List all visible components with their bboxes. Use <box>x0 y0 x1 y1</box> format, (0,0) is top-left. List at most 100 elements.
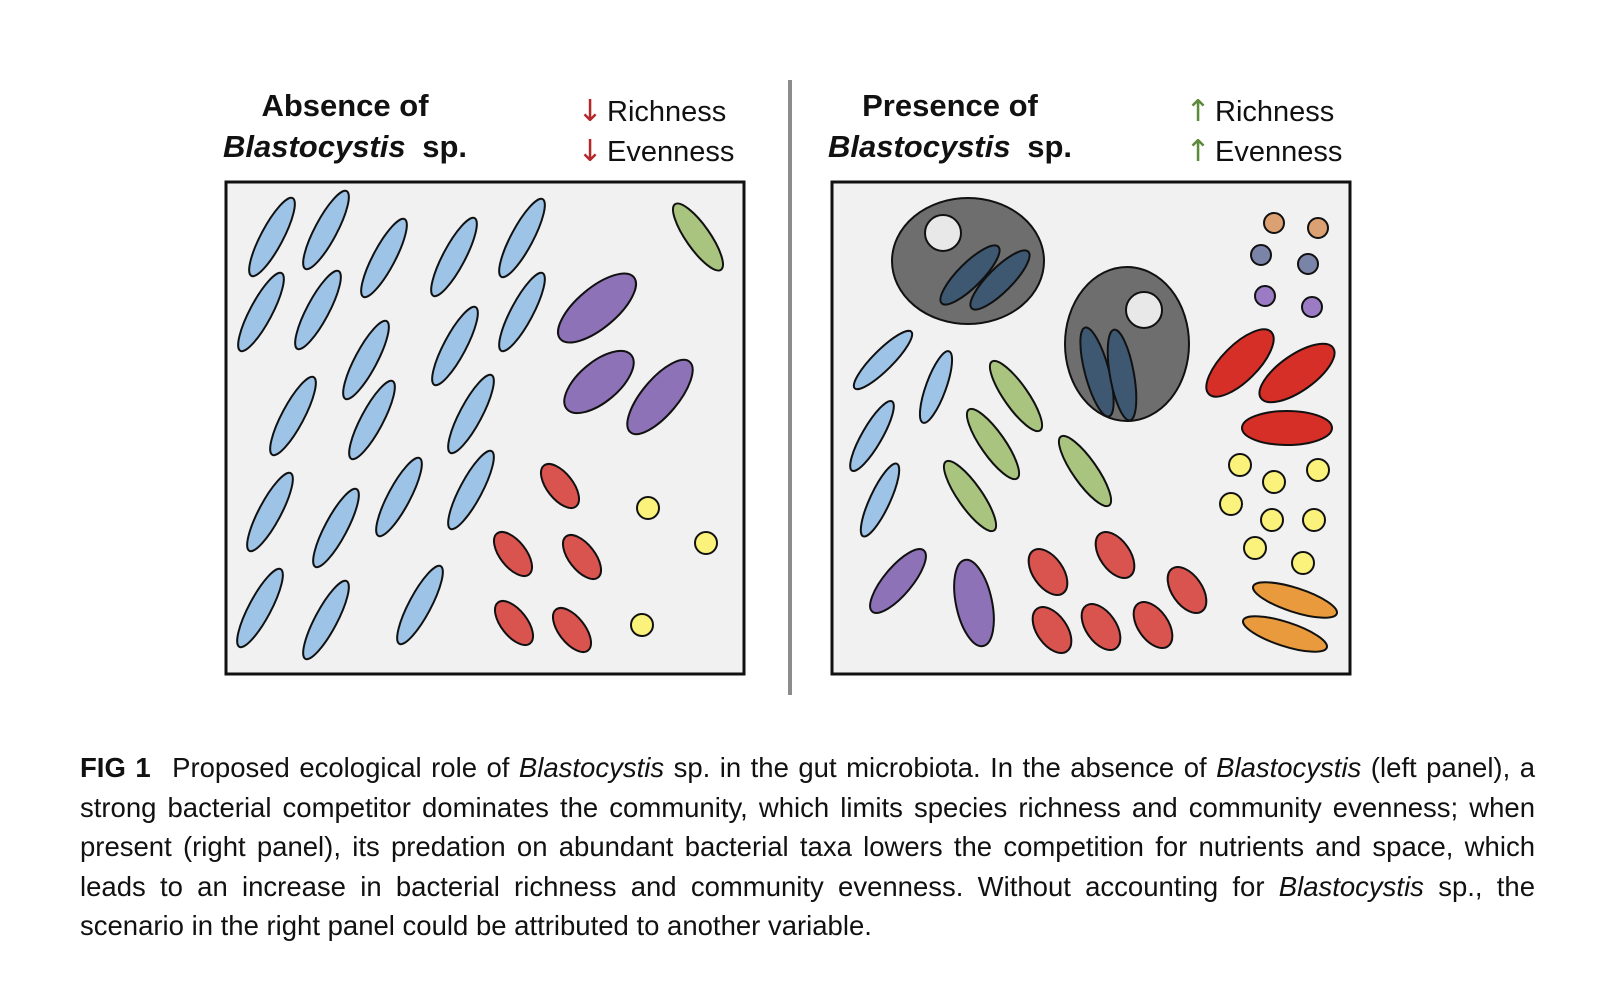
bacterium-blue <box>248 196 296 278</box>
bacterium-red <box>1031 606 1073 654</box>
bacterium-blue <box>396 564 444 646</box>
bacterium-coccus-slate <box>1250 244 1272 266</box>
bacterium-green <box>988 359 1044 433</box>
right-richness-arrow: ↑ <box>1185 94 1210 129</box>
engulfed-bacterium <box>939 244 1001 306</box>
bacterium-red <box>561 534 603 580</box>
bacterium-green <box>942 459 998 533</box>
bacterium-red <box>539 463 581 509</box>
bacterium-bright-red <box>1241 410 1333 446</box>
bacterium-bright-red <box>1205 328 1275 398</box>
bacterium-red <box>1132 601 1174 649</box>
right-title-suffix: sp. <box>1027 129 1072 164</box>
bacterium-red <box>1080 603 1122 651</box>
bacterium-red <box>551 607 593 653</box>
bacterium-yellow <box>1262 470 1286 494</box>
engulfed-bacterium <box>1106 328 1138 422</box>
bacterium-coccus-tan <box>1307 217 1329 239</box>
left-title-line2: Blastocystis sp. <box>223 129 467 164</box>
bacterium-blue <box>236 567 284 649</box>
bacterium-red <box>1166 566 1208 614</box>
caption-species-name: Blastocystis <box>1278 870 1424 902</box>
bacterium-blue <box>859 462 901 538</box>
bacterium-purple <box>563 349 635 415</box>
bacterium-blue <box>498 271 546 353</box>
right-panel-cells <box>849 197 1339 654</box>
bacterium-blue <box>342 319 390 401</box>
right-evenness-arrow: ↑ <box>1185 134 1210 169</box>
caption-label: FIG 1 <box>80 752 151 783</box>
bacterium-bright-red <box>1258 342 1336 404</box>
bacterium-orange <box>1251 581 1339 619</box>
right-title-italic: Blastocystis <box>828 129 1011 164</box>
bacterium-blue <box>348 379 396 461</box>
bacterium-blue <box>447 373 495 455</box>
bacterium-purple <box>557 272 637 344</box>
right-evenness-label: Evenness <box>1215 136 1342 168</box>
left-title-suffix: sp. <box>422 129 467 164</box>
right-title-line2: Blastocystis sp. <box>828 129 1072 164</box>
bacterium-blue <box>849 400 895 472</box>
bacterium-yellow <box>1302 508 1326 532</box>
right-title-line1: Presence of <box>862 88 1038 123</box>
bacterium-blue <box>447 449 495 531</box>
bacterium-coccus-tan <box>1263 212 1285 234</box>
left-title-line1: Absence of <box>261 88 429 123</box>
engulfed-bacterium <box>969 249 1031 311</box>
bacterium-yellow <box>1291 551 1315 575</box>
caption-body: Proposed ecological role of Blastocystis… <box>80 752 1535 941</box>
bacterium-blue <box>312 487 360 569</box>
bacterium-yellow <box>636 496 660 520</box>
bacterium-red <box>493 600 535 646</box>
bacterium-purple <box>626 358 694 436</box>
left-richness-arrow: ↓ <box>577 94 602 129</box>
left-evenness-label: Evenness <box>607 136 734 168</box>
bacterium-coccus-violet <box>1254 285 1276 307</box>
figure: Absence of Blastocystis sp. ↓ Richness ↓… <box>223 80 1352 695</box>
bacterium-purple <box>953 558 995 648</box>
bacterium-yellow <box>1306 458 1330 482</box>
bacterium-green <box>965 407 1021 481</box>
bacterium-coccus-slate <box>1297 253 1319 275</box>
bacterium-green <box>1057 434 1113 508</box>
bacterium-coccus-violet <box>1301 296 1323 318</box>
bacterium-blue <box>430 216 478 298</box>
left-panel-cells <box>236 189 724 661</box>
bacterium-red <box>492 531 534 577</box>
bacterium-blue <box>918 350 954 424</box>
bacterium-red <box>1027 548 1069 596</box>
bacterium-blue <box>302 189 350 271</box>
bacterium-blue <box>294 269 342 351</box>
caption-species-name: Blastocystis <box>518 752 665 783</box>
left-title-italic: Blastocystis <box>223 129 406 164</box>
bacterium-yellow <box>1243 536 1267 560</box>
bacterium-blue <box>246 471 294 553</box>
bacterium-blue <box>302 579 350 661</box>
blastocystis-vacuole <box>1125 291 1163 329</box>
bacterium-red <box>1094 531 1136 579</box>
bacterium-purple <box>869 548 927 614</box>
caption-text: sp., the scenario in the right panel cou… <box>80 870 1535 942</box>
bacterium-blue <box>852 329 914 391</box>
bacterium-orange <box>1241 615 1329 653</box>
caption-text: (left panel), a strong bacterial competi… <box>80 752 1536 902</box>
bacterium-yellow <box>630 613 654 637</box>
caption-text: Proposed ecological role of <box>172 752 519 783</box>
bacterium-blue <box>498 197 546 279</box>
bacterium-yellow <box>1228 453 1252 477</box>
bacterium-blue <box>360 217 408 299</box>
caption-text: sp. in the gut microbiota. In the absenc… <box>664 752 1217 783</box>
left-richness-label: Richness <box>607 96 726 128</box>
bacterium-blue <box>375 456 423 538</box>
bacterium-blue <box>237 271 285 353</box>
blastocystis-vacuole <box>924 214 962 252</box>
left-evenness-arrow: ↓ <box>577 134 602 169</box>
bacterium-green <box>672 202 724 272</box>
bacterium-blue <box>269 375 317 457</box>
bacterium-blue <box>431 305 479 387</box>
right-richness-label: Richness <box>1215 96 1334 128</box>
bacterium-yellow <box>1260 508 1284 532</box>
bacterium-yellow <box>694 531 718 555</box>
bacterium-yellow <box>1219 492 1243 516</box>
figure-caption: FIG 1 Proposed ecological role of Blasto… <box>80 748 1535 946</box>
